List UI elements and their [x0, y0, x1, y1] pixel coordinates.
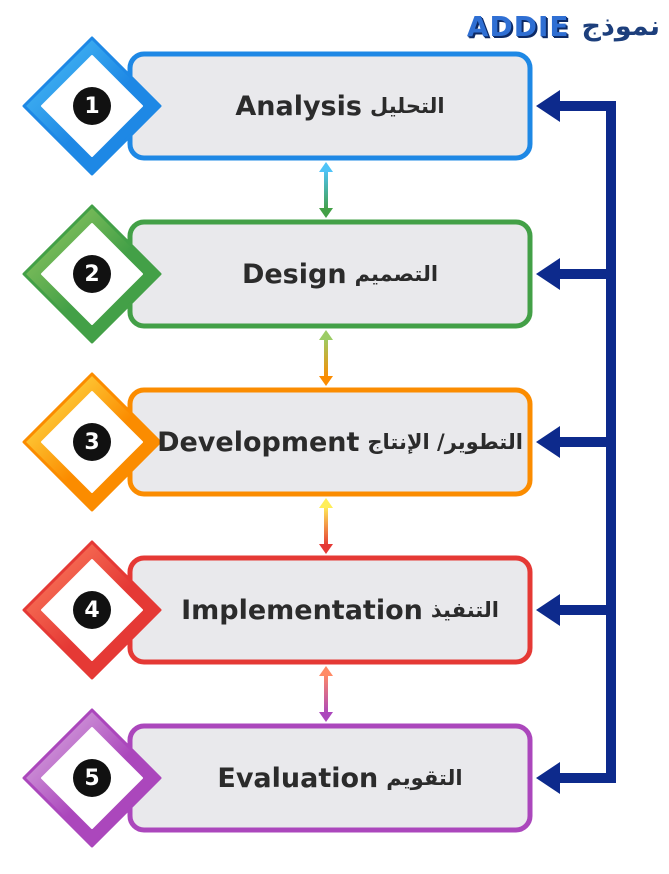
step-label-arabic: التنفيذ	[430, 598, 499, 622]
step-label-english: Design	[241, 258, 347, 290]
step-connector-1	[324, 170, 328, 210]
step-label-2: Design التصميم	[154, 256, 526, 292]
feedback-arrow-head-5	[536, 762, 560, 794]
step-label-arabic: التطوير/ الإنتاج	[367, 430, 523, 454]
step-label-english: Development	[157, 426, 360, 458]
feedback-arrow-shaft-2	[554, 269, 611, 279]
step-connector-2	[324, 338, 328, 378]
connector-arrow-up-1	[319, 162, 333, 172]
title-arabic-word: نموذج	[581, 10, 660, 42]
connector-arrow-up-2	[319, 330, 333, 340]
step-label-english: Implementation	[181, 594, 423, 626]
step-label-english: Analysis	[235, 90, 362, 122]
feedback-arrow-shaft-3	[554, 437, 611, 447]
feedback-arrow-head-1	[536, 90, 560, 122]
step-number-1: 1	[73, 87, 111, 125]
title-model-name: ADDIE	[466, 9, 570, 43]
feedback-arrow-head-3	[536, 426, 560, 458]
step-connector-4	[324, 674, 328, 714]
feedback-arrow-shaft-5	[554, 773, 611, 783]
connector-arrow-down-1	[319, 208, 333, 218]
step-label-english: Evaluation	[217, 762, 379, 794]
feedback-loop-line	[606, 101, 616, 783]
feedback-arrow-head-2	[536, 258, 560, 290]
connector-arrow-down-2	[319, 376, 333, 386]
step-label-arabic: التقويم	[386, 766, 463, 790]
connector-arrow-down-3	[319, 544, 333, 554]
step-connector-3	[324, 506, 328, 546]
step-number-4: 4	[73, 591, 111, 629]
step-number-2: 2	[73, 255, 111, 293]
step-number-5: 5	[73, 759, 111, 797]
step-label-5: Evaluation التقويم	[154, 760, 526, 796]
connector-arrow-down-4	[319, 712, 333, 722]
connector-arrow-up-4	[319, 666, 333, 676]
step-number-3: 3	[73, 423, 111, 461]
step-label-4: Implementation التنفيذ	[154, 592, 526, 628]
step-label-3: Development التطوير/ الإنتاج	[154, 424, 526, 460]
feedback-arrow-shaft-4	[554, 605, 611, 615]
step-label-arabic: التصميم	[354, 262, 439, 286]
step-label-arabic: التحليل	[369, 94, 445, 118]
diagram-title: ADDIE نموذج	[430, 6, 660, 46]
connector-arrow-up-3	[319, 498, 333, 508]
feedback-arrow-head-4	[536, 594, 560, 626]
step-label-1: Analysis التحليل	[154, 88, 526, 124]
feedback-arrow-shaft-1	[554, 101, 611, 111]
